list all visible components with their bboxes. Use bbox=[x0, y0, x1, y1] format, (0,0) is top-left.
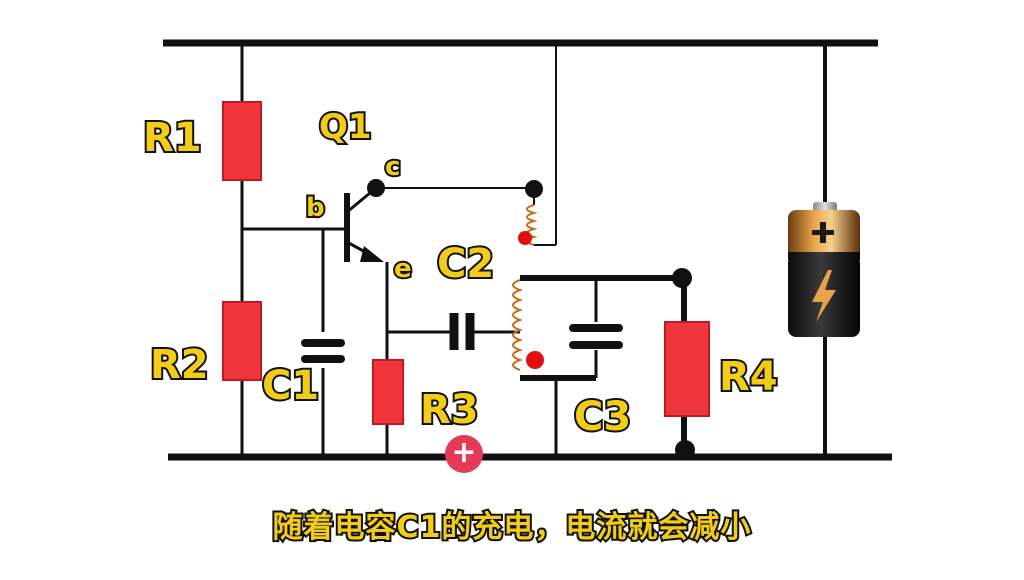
r2-label: R2 bbox=[148, 342, 211, 388]
r3-resistor bbox=[372, 359, 404, 425]
feedback-wire bbox=[534, 43, 557, 246]
q1-label: Q1 bbox=[317, 107, 374, 147]
upper-coil-dot bbox=[518, 231, 532, 245]
r1-resistor bbox=[222, 101, 262, 181]
emitter-label: e bbox=[392, 254, 414, 284]
q1-transistor bbox=[344, 186, 384, 262]
add-button[interactable]: + bbox=[445, 435, 483, 473]
c3-capacitor bbox=[569, 324, 623, 349]
plus-icon: + bbox=[451, 435, 477, 470]
c1-capacitor bbox=[301, 339, 345, 363]
c1-label: C1 bbox=[260, 363, 321, 409]
r4-resistor bbox=[664, 321, 710, 417]
base-wire bbox=[242, 227, 345, 457]
battery-icon bbox=[788, 202, 860, 337]
c2-capacitor bbox=[449, 313, 475, 350]
c2-label: C2 bbox=[435, 241, 496, 287]
lower-coil bbox=[512, 279, 523, 371]
collector-label: c bbox=[383, 152, 403, 182]
r2-resistor bbox=[222, 301, 262, 381]
r3-label: R3 bbox=[418, 387, 481, 433]
base-label: b bbox=[304, 193, 327, 223]
r4-top-node bbox=[672, 268, 692, 288]
tank-wires bbox=[520, 275, 684, 457]
r4-bottom-node bbox=[675, 440, 695, 460]
r1-label: R1 bbox=[141, 115, 204, 161]
r4-label: R4 bbox=[717, 354, 780, 400]
lower-coil-dot bbox=[526, 351, 544, 369]
subtitle-caption: 随着电容C1的充电，电流就会减小 bbox=[271, 508, 753, 547]
c3-label: C3 bbox=[572, 394, 633, 440]
